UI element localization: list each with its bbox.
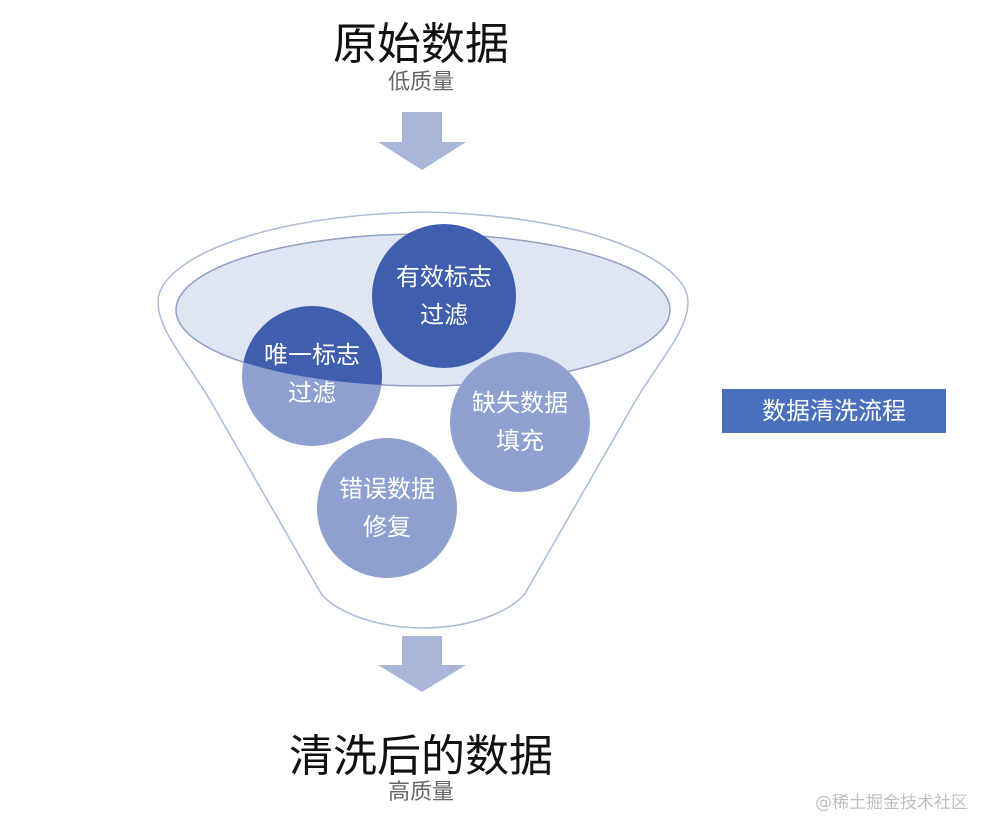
step-label-line2: 过滤 <box>420 301 468 329</box>
output-title: 清洗后的数据 <box>289 731 553 782</box>
step-circle-missing-data <box>450 352 590 492</box>
input-subtitle: 低质量 <box>387 70 454 95</box>
step-label-line1: 缺失数据 <box>472 389 568 417</box>
output-subtitle: 高质量 <box>387 780 454 805</box>
step-label-unique-flag: 唯一标志 过滤 <box>237 336 387 412</box>
down-arrow-bottom-icon <box>378 636 466 692</box>
step-label-error-data: 错误数据 修复 <box>312 470 462 546</box>
funnel-body <box>157 211 689 629</box>
step-label-valid-flag: 有效标志 过滤 <box>369 258 519 334</box>
legend-box: 数据清洗流程 <box>722 389 946 433</box>
step-circle-unique-flag-overlap <box>242 306 382 386</box>
down-arrow-top-icon <box>378 112 466 170</box>
step-circle-error-data <box>317 438 457 578</box>
step-label-line2: 修复 <box>363 513 411 541</box>
watermark: @稀土掘金技术社区 <box>815 793 968 813</box>
step-label-line2: 过滤 <box>288 379 336 407</box>
input-title: 原始数据 <box>333 19 509 70</box>
step-circle-valid-flag <box>372 224 516 368</box>
step-label-line1: 错误数据 <box>339 475 435 503</box>
step-label-line1: 唯一标志 <box>264 341 360 369</box>
step-label-missing-data: 缺失数据 填充 <box>445 384 595 460</box>
step-label-line1: 有效标志 <box>396 263 492 291</box>
step-label-line2: 填充 <box>496 427 544 455</box>
